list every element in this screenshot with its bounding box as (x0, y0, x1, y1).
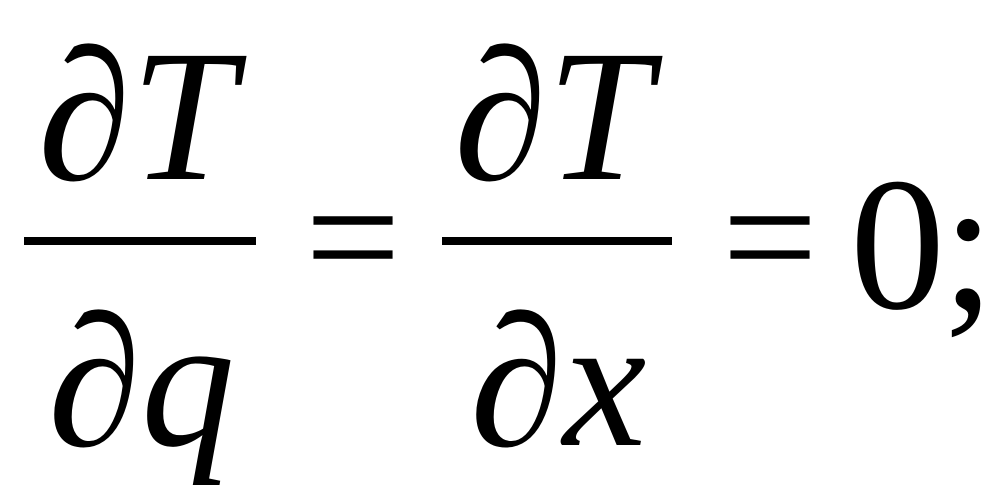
fraction2-bar (442, 237, 672, 245)
equals-sign-1: = (305, 143, 401, 331)
fraction2-numerator: ∂T (454, 11, 652, 220)
fraction2-denominator: ∂x (470, 277, 647, 486)
fraction1-denominator: ∂q (48, 277, 235, 486)
equals-sign-2: = (722, 143, 818, 331)
semicolon: ; (942, 140, 995, 350)
fraction1-numerator: ∂T (38, 11, 236, 220)
result-zero: 0 (850, 140, 945, 350)
fraction1-bar (24, 237, 256, 245)
